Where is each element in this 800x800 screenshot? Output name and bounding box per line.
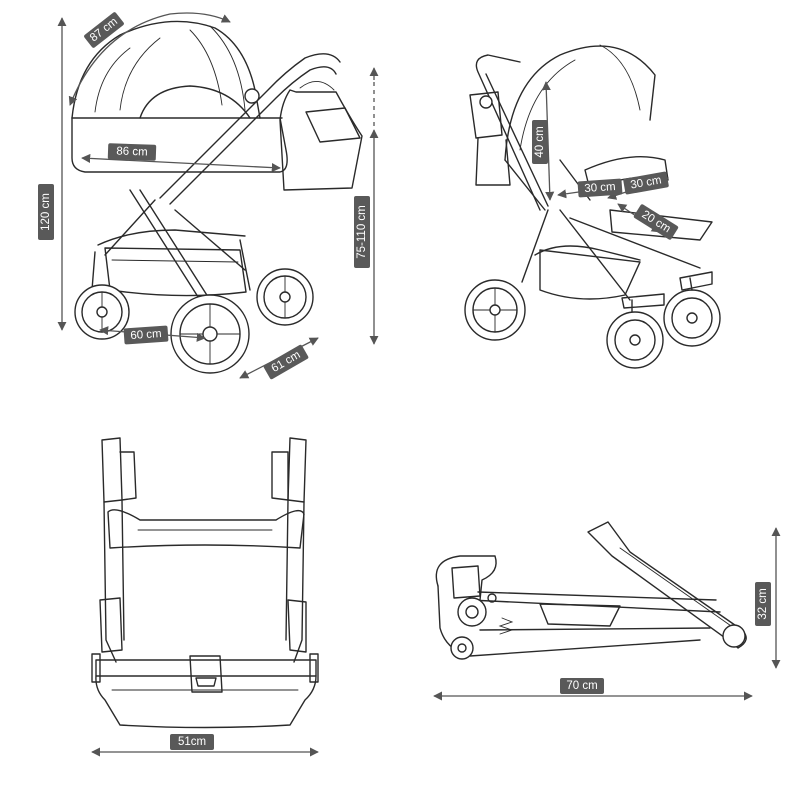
label-folded-length: 70 cm	[560, 678, 604, 694]
seat-unit-view: 40 cm 30 cm 30 cm 20 cm	[464, 44, 721, 369]
svg-text:30 cm: 30 cm	[630, 174, 663, 191]
svg-text:75-110 cm: 75-110 cm	[356, 205, 368, 258]
svg-text:40 cm: 40 cm	[534, 126, 546, 157]
label-height: 120 cm	[38, 184, 54, 240]
label-seat-depth: 30 cm	[623, 171, 669, 195]
label-length: 86 cm	[107, 143, 157, 161]
pram-dimension-lines	[57, 12, 379, 379]
seat-unit-drawing	[464, 44, 721, 369]
folded-front-view: 51cm	[91, 437, 319, 757]
svg-text:86 cm: 86 cm	[116, 145, 148, 158]
folded-side-view: 70 cm 32 cm	[433, 521, 781, 701]
svg-text:51cm: 51cm	[178, 736, 206, 748]
pram-side-view: 87 cm 86 cm 120 cm 75-110 cm 60 cm 61 cm	[38, 12, 379, 380]
label-folded-width: 51cm	[170, 734, 214, 750]
label-folded-height: 32 cm	[755, 582, 771, 626]
label-seat-width: 30 cm	[577, 178, 623, 198]
svg-text:30 cm: 30 cm	[584, 181, 616, 195]
svg-text:32 cm: 32 cm	[757, 588, 769, 619]
label-handle-height: 75-110 cm	[354, 196, 370, 268]
label-wheelbase: 60 cm	[123, 325, 169, 345]
folded-front-drawing	[91, 437, 319, 729]
label-width: 61 cm	[263, 344, 309, 380]
svg-text:70 cm: 70 cm	[566, 680, 597, 692]
svg-text:60 cm: 60 cm	[130, 328, 162, 342]
svg-text:120 cm: 120 cm	[40, 193, 52, 231]
label-canopy: 87 cm	[84, 12, 124, 48]
folded-side-drawing	[435, 521, 747, 660]
label-backrest: 40 cm	[532, 120, 548, 164]
pram-drawing	[71, 20, 363, 374]
folded-side-dimensions	[433, 527, 781, 701]
